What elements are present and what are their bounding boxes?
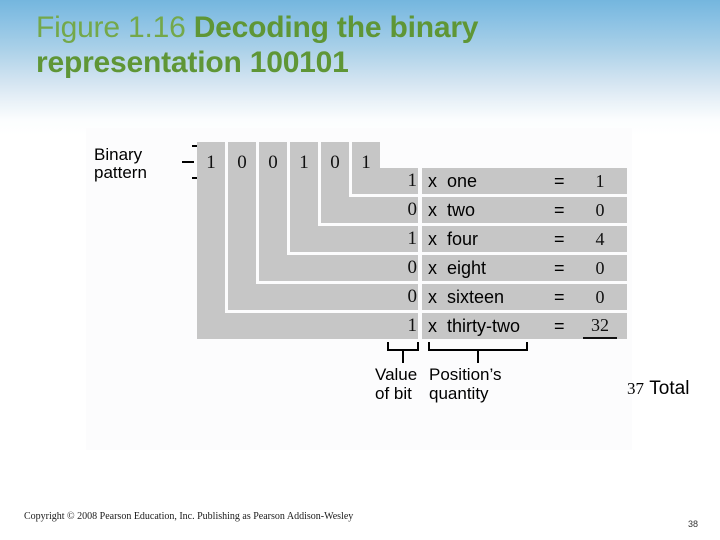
binary-digit-6: 1 [361,152,371,173]
equation-row-6-word: thirty-two [447,316,521,336]
equation-row-1-times: x [428,171,437,191]
equation-row-5-result: 0 [595,287,605,307]
total-line: 37 Total [627,378,689,400]
page-title: Figure 1.16 Decoding the binary represen… [36,10,676,81]
binary-digit-1: 1 [206,152,216,173]
equation-row-6-band [422,313,627,339]
equation-row-3-times: x [428,229,437,249]
equation-row-2-equals: = [554,200,565,220]
equation-row-2-times: x [428,200,437,220]
title-main-text: Decoding the binary representation 10010… [36,11,479,80]
row-connector-3 [290,226,418,252]
bit-column-2 [228,142,256,307]
equation-row-6-result: 32 [583,313,617,339]
total-word: Total [649,378,690,399]
equation-row-4-equals: = [554,258,565,278]
binary-digit-3: 0 [268,152,278,173]
equation-row-6-times: x [428,316,437,336]
binary-pattern-label-line1: Binary [94,145,143,164]
equation-row-1-bit: 1 [407,170,418,191]
binary-digit-5: 0 [330,152,340,173]
equation-row-4-times: x [428,258,437,278]
value-of-bit-label-line2: of bit [375,383,412,403]
value-of-bit-bracket-icon [387,342,419,351]
equation-row-4-band [422,255,627,281]
equation-row-1-result: 1 [595,171,605,191]
equation-row-2-bit: 0 [407,199,418,220]
equation-row-5-times: x [428,287,437,307]
row-connector-2 [321,197,418,223]
binary-pattern-label-line2: pattern [94,163,147,183]
equation-row-4-word: eight [447,258,487,278]
positions-quantity-label: Position’s quantity [429,365,502,403]
equation-row-3-equals: = [554,229,565,249]
equation-row-1-band [422,168,627,194]
row-connector-5 [228,284,418,310]
row-connector-1 [352,168,418,194]
positions-quantity-label-line2: quantity [429,383,489,403]
title-figure-number: Figure 1.16 [36,11,194,44]
equation-row-4-bit: 0 [407,257,418,278]
equation-row-3-band [422,226,627,252]
equation-row-6-equals: = [554,316,565,336]
equation-row-3-result: 4 [595,229,605,249]
positions-quantity-bracket-icon [428,342,528,351]
binary-pattern-label: Binary pattern [94,145,182,183]
binary-decoding-diagram: 1 0 0 1 0 1 [197,142,689,402]
value-of-bit-stem [402,351,404,363]
equation-row-2-band [422,197,627,223]
figure-panel: Binary pattern 1 0 0 1 0 1 [86,128,689,450]
equation-row-3-word: four [447,229,479,249]
binary-pattern-leader-line [182,161,194,163]
equation-row-1-word: one [447,171,478,191]
value-of-bit-label: Value of bit [375,365,418,403]
equation-row-2-word: two [447,200,476,220]
positions-quantity-label-line1: Position’s [429,365,502,384]
equation-row-3-bit: 1 [407,228,418,249]
positions-quantity-stem [477,351,479,363]
page-number: 38 [688,519,699,529]
value-of-bit-label-line1: Value [375,365,418,384]
equation-row-6-bit: 1 [407,315,418,336]
bit-column-1 [197,142,225,336]
equation-row-1-equals: = [554,171,565,191]
total-number: 37 [627,379,644,398]
equation-row-5-equals: = [554,287,565,307]
equation-row-5-bit: 0 [407,286,418,307]
binary-digit-4: 1 [299,152,309,173]
equation-row-5-word: sixteen [447,287,505,307]
equation-row-2-result: 0 [595,200,605,220]
equation-row-4-result: 0 [595,258,605,278]
copyright-notice: Copyright © 2008 Pearson Education, Inc.… [24,511,354,522]
equation-row-5-band [422,284,627,310]
row-connector-6 [197,313,418,339]
row-connector-4 [259,255,418,281]
binary-digit-2: 0 [237,152,247,173]
